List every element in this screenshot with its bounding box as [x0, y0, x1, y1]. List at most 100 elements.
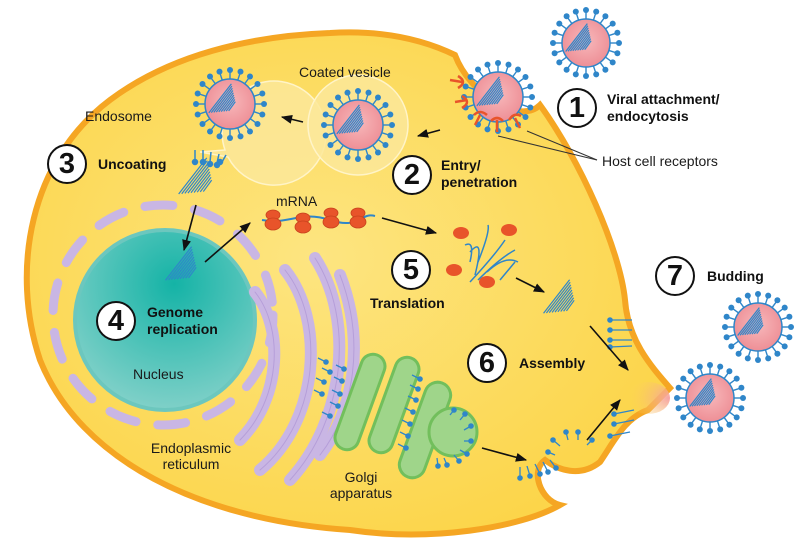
genome-strand: [491, 89, 503, 105]
genome-strand: [167, 248, 193, 281]
genome-strand: [165, 246, 193, 281]
genome-strand: [563, 297, 575, 312]
spike-head: [405, 433, 411, 439]
spike-head: [556, 20, 563, 27]
spike-head: [321, 122, 327, 128]
step-2-label: Entry/ penetration: [441, 157, 518, 190]
spike-head: [417, 376, 423, 382]
spike-head: [551, 29, 558, 36]
spike-head: [735, 297, 742, 304]
step-4-label: Genome replication: [147, 304, 218, 337]
spike-head: [322, 132, 329, 139]
spike-head: [194, 111, 201, 118]
spike-head: [355, 88, 361, 94]
er-label-line1: Endoplasmic: [150, 440, 232, 456]
genome-strand: [218, 92, 234, 113]
genome-strand: [336, 104, 360, 135]
genome-strand: [577, 33, 591, 51]
step-1-label: Viral attachment/ endocytosis: [607, 91, 720, 124]
viral-genome-in-nucleus: [165, 246, 197, 281]
spike-head: [551, 50, 558, 57]
arrow-vesicle-to-endosome: [280, 114, 304, 124]
arrow-uncoat-to-nucleus: [182, 204, 197, 252]
genome-strand: [689, 378, 712, 407]
step-5-label: Translation: [370, 295, 445, 311]
spike-head: [550, 437, 556, 443]
genome-strand: [199, 176, 212, 193]
genome-strand: [751, 320, 763, 335]
spike-head: [550, 40, 556, 46]
spike-head: [527, 104, 534, 111]
spike: [609, 345, 633, 348]
spike-head: [505, 61, 512, 68]
spike-head: [246, 128, 253, 135]
spike-head: [327, 141, 334, 148]
spike-head: [435, 463, 441, 469]
spike-head: [344, 154, 351, 161]
spike-head: [237, 68, 244, 75]
spike-head: [259, 90, 266, 97]
endosome-label: Endosome: [85, 108, 152, 124]
spike-head: [456, 458, 462, 464]
spike-head: [717, 363, 724, 370]
spike-head: [322, 111, 329, 118]
arrow-entry: [416, 129, 441, 138]
genome-strand: [574, 31, 590, 51]
arrow-mrna-to-translation: [381, 217, 438, 235]
spike-head: [319, 391, 325, 397]
spike-head: [374, 94, 381, 101]
receptor-leader-line: [497, 135, 598, 161]
viral-genome: [476, 76, 504, 107]
spike-head: [602, 13, 609, 20]
viral-genome: [737, 307, 764, 336]
genome-strand: [753, 322, 764, 335]
spike-head: [527, 83, 534, 90]
spike-head: [374, 149, 381, 156]
spike: [609, 431, 631, 437]
spike-head: [323, 359, 329, 365]
genome-strand: [178, 157, 208, 195]
step-7-label: Budding: [707, 268, 764, 284]
spike-head: [227, 67, 233, 73]
spike-head: [254, 120, 261, 127]
nucleus-label: Nucleus: [133, 366, 184, 382]
ribosomes: [264, 207, 367, 234]
viral-genome: [689, 378, 716, 407]
spike-head: [261, 101, 267, 107]
spike-head: [246, 73, 253, 80]
host-cell-receptors-label: Host cell receptors: [602, 153, 718, 169]
arrow-nucleus-to-mrna: [204, 222, 251, 263]
spike-head: [707, 428, 713, 434]
genome-strand: [565, 299, 575, 312]
spike-head: [735, 350, 742, 357]
arrow-membrane-to-assembly: [586, 399, 621, 441]
genome-strand: [481, 80, 501, 106]
spike-head: [733, 375, 740, 382]
spike-head: [389, 122, 395, 128]
genome-strand: [705, 393, 716, 406]
spike-head: [563, 429, 569, 435]
spike-head: [675, 405, 682, 412]
step-6-number: 6: [467, 343, 507, 383]
genome-strand: [548, 284, 572, 314]
genome-strand: [348, 115, 363, 133]
spike-head: [607, 317, 613, 323]
genome-strand: [493, 92, 504, 105]
genome-strand: [184, 163, 209, 194]
genome-strand: [551, 287, 572, 313]
spike-head: [607, 433, 613, 439]
arrow-golgi-to-membrane: [481, 447, 528, 462]
spike-head: [723, 334, 730, 341]
spike-head: [207, 128, 214, 135]
spike-head: [611, 411, 617, 417]
spike-head: [572, 8, 579, 15]
genome-strand: [356, 122, 364, 133]
genome-strand: [187, 266, 197, 279]
spike-head: [467, 113, 474, 120]
golgi-label-line2: apparatus: [329, 485, 393, 501]
spike-head: [407, 421, 413, 427]
spike-head: [707, 362, 713, 368]
spike-head: [553, 465, 559, 471]
genome-strand: [744, 313, 762, 336]
step-3-number: 3: [47, 144, 87, 184]
